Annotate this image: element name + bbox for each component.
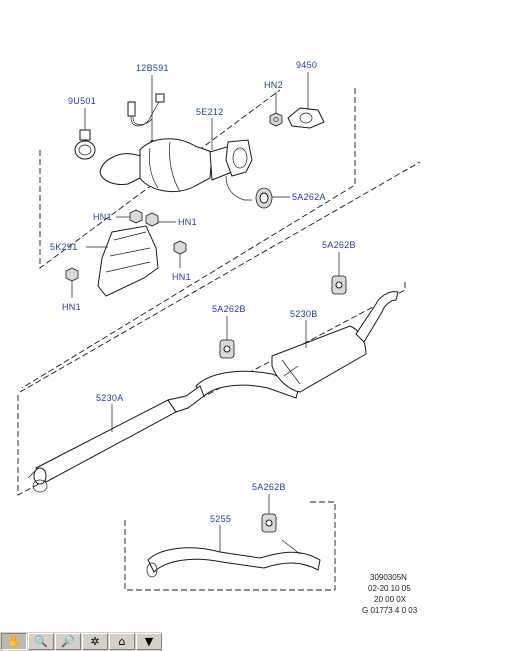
- menu-dropdown-button[interactable]: ▼: [136, 633, 162, 650]
- home-button[interactable]: ⌂: [109, 633, 135, 650]
- select-hotspot-button[interactable]: ✲: [82, 633, 108, 650]
- zoom-out-button[interactable]: 🔎: [55, 633, 81, 650]
- upper-group-outline-right: [21, 88, 356, 389]
- label-5A262B-top: 5A262B: [322, 240, 356, 250]
- lower-group-outline: [124, 501, 336, 591]
- zoom-in-button[interactable]: 🔍: [28, 633, 54, 650]
- label-5230B: 5230B: [290, 309, 318, 319]
- nut-HN2[interactable]: [269, 112, 283, 127]
- reference-line-2: 02-20 10 05: [368, 584, 411, 593]
- label-12B591: 12B591: [136, 63, 169, 73]
- triangle-down-icon: ▼: [144, 635, 154, 648]
- middle-group-outline: [17, 280, 406, 496]
- middle-group-outline-top: [19, 161, 421, 393]
- nut-HN1-left[interactable]: [129, 209, 143, 224]
- label-9450: 9450: [296, 60, 317, 70]
- viewer-toolbar: ✋ 🔍 🔎 ✲ ⌂ ▼: [0, 631, 162, 651]
- zoom-in-icon: 🔍: [34, 635, 48, 648]
- label-5A262A: 5A262A: [292, 192, 326, 202]
- label-5255: 5255: [210, 514, 231, 524]
- tail-pipe-5255[interactable]: [146, 539, 321, 578]
- nut-HN1-right[interactable]: [145, 212, 159, 227]
- rear-muffler-5230B[interactable]: [195, 291, 399, 399]
- hanger-5A262B-mid[interactable]: [219, 339, 235, 359]
- label-HN1-lower-right: HN1: [172, 272, 191, 282]
- home-icon: ⌂: [118, 635, 126, 648]
- nut-HN1-lower-right[interactable]: [173, 240, 187, 255]
- label-5E212: 5E212: [196, 107, 224, 117]
- hand-icon: ✋: [7, 635, 21, 648]
- zoom-out-icon: 🔎: [61, 635, 75, 648]
- pan-tool-button[interactable]: ✋: [1, 633, 27, 650]
- clamp-9U501[interactable]: [74, 129, 96, 160]
- center-muffler-5230A[interactable]: [27, 385, 205, 493]
- gasket-9450[interactable]: [287, 107, 325, 129]
- label-9U501: 9U501: [68, 96, 96, 106]
- nut-HN1-lower-left[interactable]: [65, 267, 79, 282]
- catalytic-converter-5E212[interactable]: [99, 138, 253, 201]
- label-HN1-lower-left: HN1: [62, 302, 81, 312]
- cursor-star-icon: ✲: [90, 635, 100, 648]
- label-HN1-right: HN1: [178, 217, 197, 227]
- label-5230A: 5230A: [96, 393, 124, 403]
- label-5A262B-mid: 5A262B: [212, 304, 246, 314]
- reference-line-4: G 01773 4 0 03: [362, 606, 418, 615]
- hanger-5A262B-lower[interactable]: [261, 513, 277, 533]
- exploded-parts-diagram: 12B591 9450 9U501 HN2 5E212 5A262A HN1 H…: [17, 60, 421, 615]
- label-5K291: 5K291: [50, 242, 78, 252]
- label-HN1-left: HN1: [93, 212, 112, 222]
- label-5A262B-lower: 5A262B: [252, 482, 286, 492]
- heat-shield-5K291[interactable]: [97, 225, 159, 297]
- reference-line-3: 20 00 0X: [374, 595, 407, 604]
- reference-line-1: 3090305N: [370, 573, 407, 582]
- insulator-5A262A[interactable]: [255, 187, 273, 209]
- label-HN2: HN2: [264, 80, 283, 90]
- hanger-5A262B-top[interactable]: [331, 275, 347, 295]
